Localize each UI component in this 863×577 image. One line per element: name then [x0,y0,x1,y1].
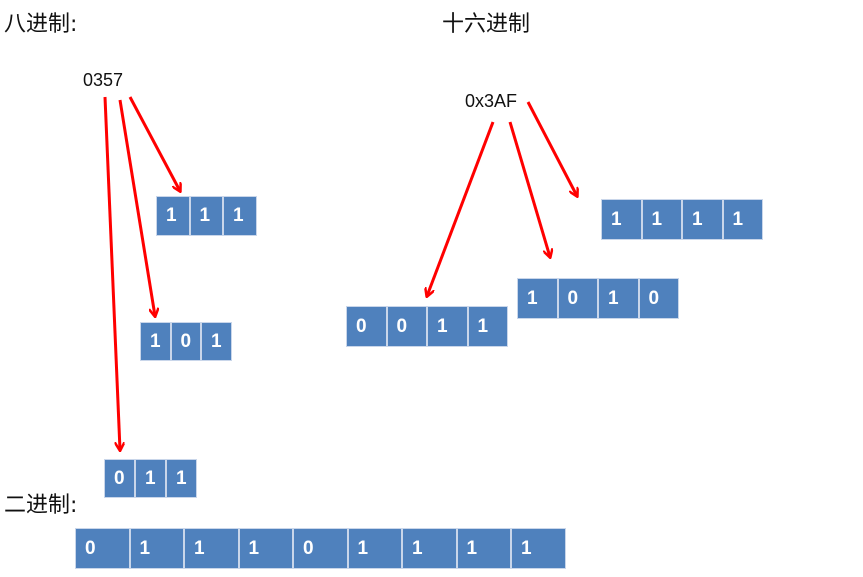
bit-cell: 1 [223,196,257,236]
octal-value: 0357 [83,70,124,90]
arrow-octal-7 [128,96,180,191]
bit-cell: 1 [189,196,223,236]
bit-cell: 1 [517,278,558,319]
bit-cell: 0 [75,528,130,569]
octal-title: 八进制: [4,12,78,37]
bit-cell: 1 [722,199,763,240]
bit-cell: 0 [638,278,679,319]
bit-cell: 1 [641,199,682,240]
bit-cell: 1 [140,322,171,361]
bit-cell: 1 [402,528,457,569]
bit-cell: 0 [346,306,387,347]
bit-cell: 1 [456,528,511,569]
bit-cell: 1 [347,528,402,569]
bit-cell: 1 [511,528,566,569]
bit-cell: 1 [184,528,239,569]
bit-cell: 0 [104,459,135,498]
bit-cell: 1 [129,528,184,569]
bit-cell: 1 [201,322,232,361]
bit-cell: 0 [293,528,348,569]
bit-cell: 1 [467,306,508,347]
binary-title: 二进制: [4,493,78,518]
bit-cell: 1 [601,199,642,240]
bit-cell: 0 [386,306,427,347]
bit-cell: 0 [557,278,598,319]
bit-cell: 1 [682,199,723,240]
bit-cell: 0 [170,322,201,361]
arrow-hex-f [526,101,577,196]
arrow-octal-5 [118,99,155,316]
hex-title: 十六进制 [442,12,531,37]
hex-value: 0x3AF [465,91,518,111]
arrow-octal-3 [103,96,120,450]
arrow-hex-3 [427,121,495,296]
bit-cell: 1 [238,528,293,569]
bit-cell: 1 [427,306,468,347]
bit-cell: 1 [598,278,639,319]
arrow-hex-a [508,121,550,257]
bit-cell: 1 [135,459,166,498]
bit-cell: 1 [166,459,197,498]
bit-cell: 1 [156,196,190,236]
